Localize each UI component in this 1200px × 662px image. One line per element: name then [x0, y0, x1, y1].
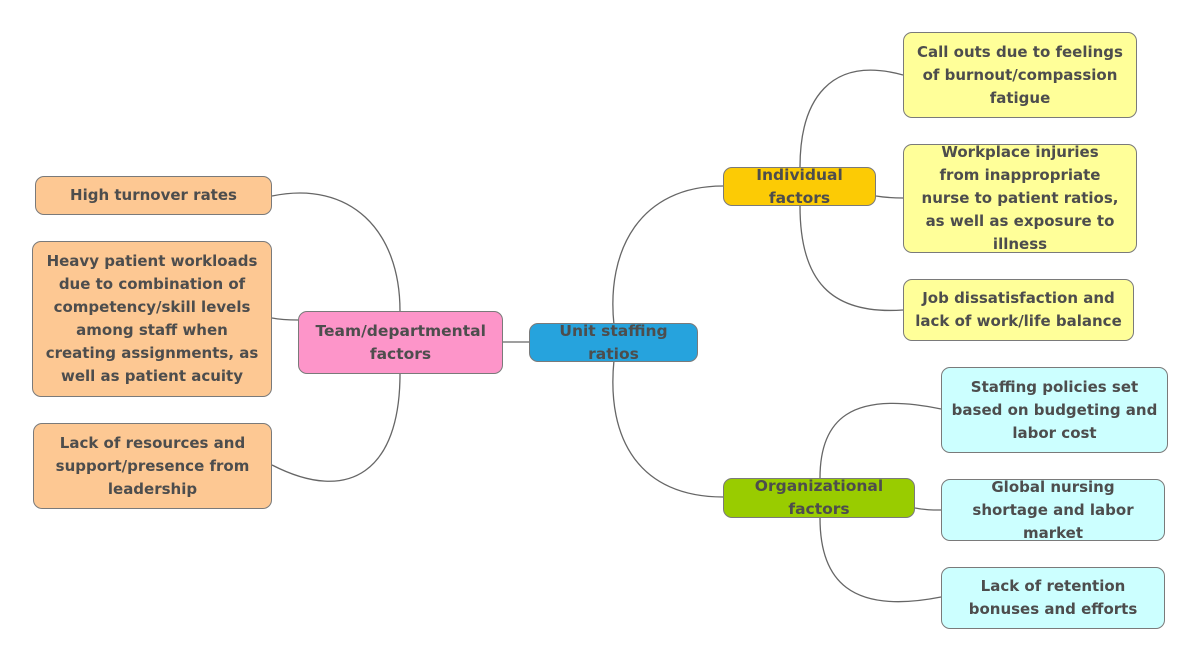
leaf-label: Lack of retention bonuses and efforts: [968, 577, 1138, 618]
leaf-node-nursing-shortage[interactable]: Global nursing shortage and labor market: [941, 478, 1165, 542]
branch-label: Team/departmental factors: [315, 321, 486, 363]
leaf-label: Lack of resources and support/presence f…: [55, 433, 250, 498]
connector-root-organizational: [612, 359, 724, 498]
leaf-node-callouts[interactable]: Call outs due to feelings of burnout/com…: [903, 32, 1137, 118]
connector-team-resources: [271, 373, 401, 482]
leaf-label: Call outs due to feelings of burnout/com…: [917, 42, 1123, 107]
leaf-label: Staffing policies set based on budgeting…: [951, 377, 1158, 442]
leaf-node-staffing-policies[interactable]: Staffing policies set based on budgeting…: [941, 367, 1168, 453]
connector-individual-job: [799, 205, 904, 312]
branch-node-organizational[interactable]: Organizational factors: [723, 477, 915, 518]
branch-label: Individual factors: [756, 165, 843, 207]
connector-team-workloads: [271, 317, 299, 321]
connector-individual-injuries: [875, 195, 904, 199]
branch-node-team-departmental[interactable]: Team/departmental factors: [298, 311, 503, 374]
leaf-label: Workplace injuries from inappropriate nu…: [921, 143, 1119, 253]
leaf-node-workloads[interactable]: Heavy patient workloads due to combinati…: [32, 241, 272, 397]
branch-node-individual[interactable]: Individual factors: [723, 166, 876, 207]
leaf-label: High turnover rates: [70, 186, 237, 204]
connector-organizational-policies: [819, 402, 942, 479]
leaf-node-resources[interactable]: Lack of resources and support/presence f…: [33, 423, 272, 509]
branch-label: Organizational factors: [754, 477, 884, 518]
leaf-label: Heavy patient workloads due to combinati…: [45, 252, 259, 385]
leaf-node-injuries[interactable]: Workplace injuries from inappropriate nu…: [903, 143, 1137, 253]
connector-individual-callouts: [799, 69, 904, 168]
leaf-label: Job dissatisfaction and lack of work/lif…: [915, 289, 1122, 330]
root-label: Unit staffing ratios: [559, 321, 668, 363]
connector-organizational-retention: [819, 517, 942, 603]
leaf-node-job-dissatisfaction[interactable]: Job dissatisfaction and lack of work/lif…: [903, 279, 1134, 341]
leaf-node-turnover[interactable]: High turnover rates: [35, 176, 272, 215]
leaf-label: Global nursing shortage and labor market: [972, 477, 1134, 542]
connector-organizational-shortage: [914, 507, 942, 511]
connector-team-turnover: [271, 192, 401, 312]
leaf-node-retention-bonuses[interactable]: Lack of retention bonuses and efforts: [941, 567, 1165, 629]
connector-root-individual: [612, 185, 724, 326]
root-node-unit-staffing-ratios[interactable]: Unit staffing ratios: [529, 322, 698, 363]
